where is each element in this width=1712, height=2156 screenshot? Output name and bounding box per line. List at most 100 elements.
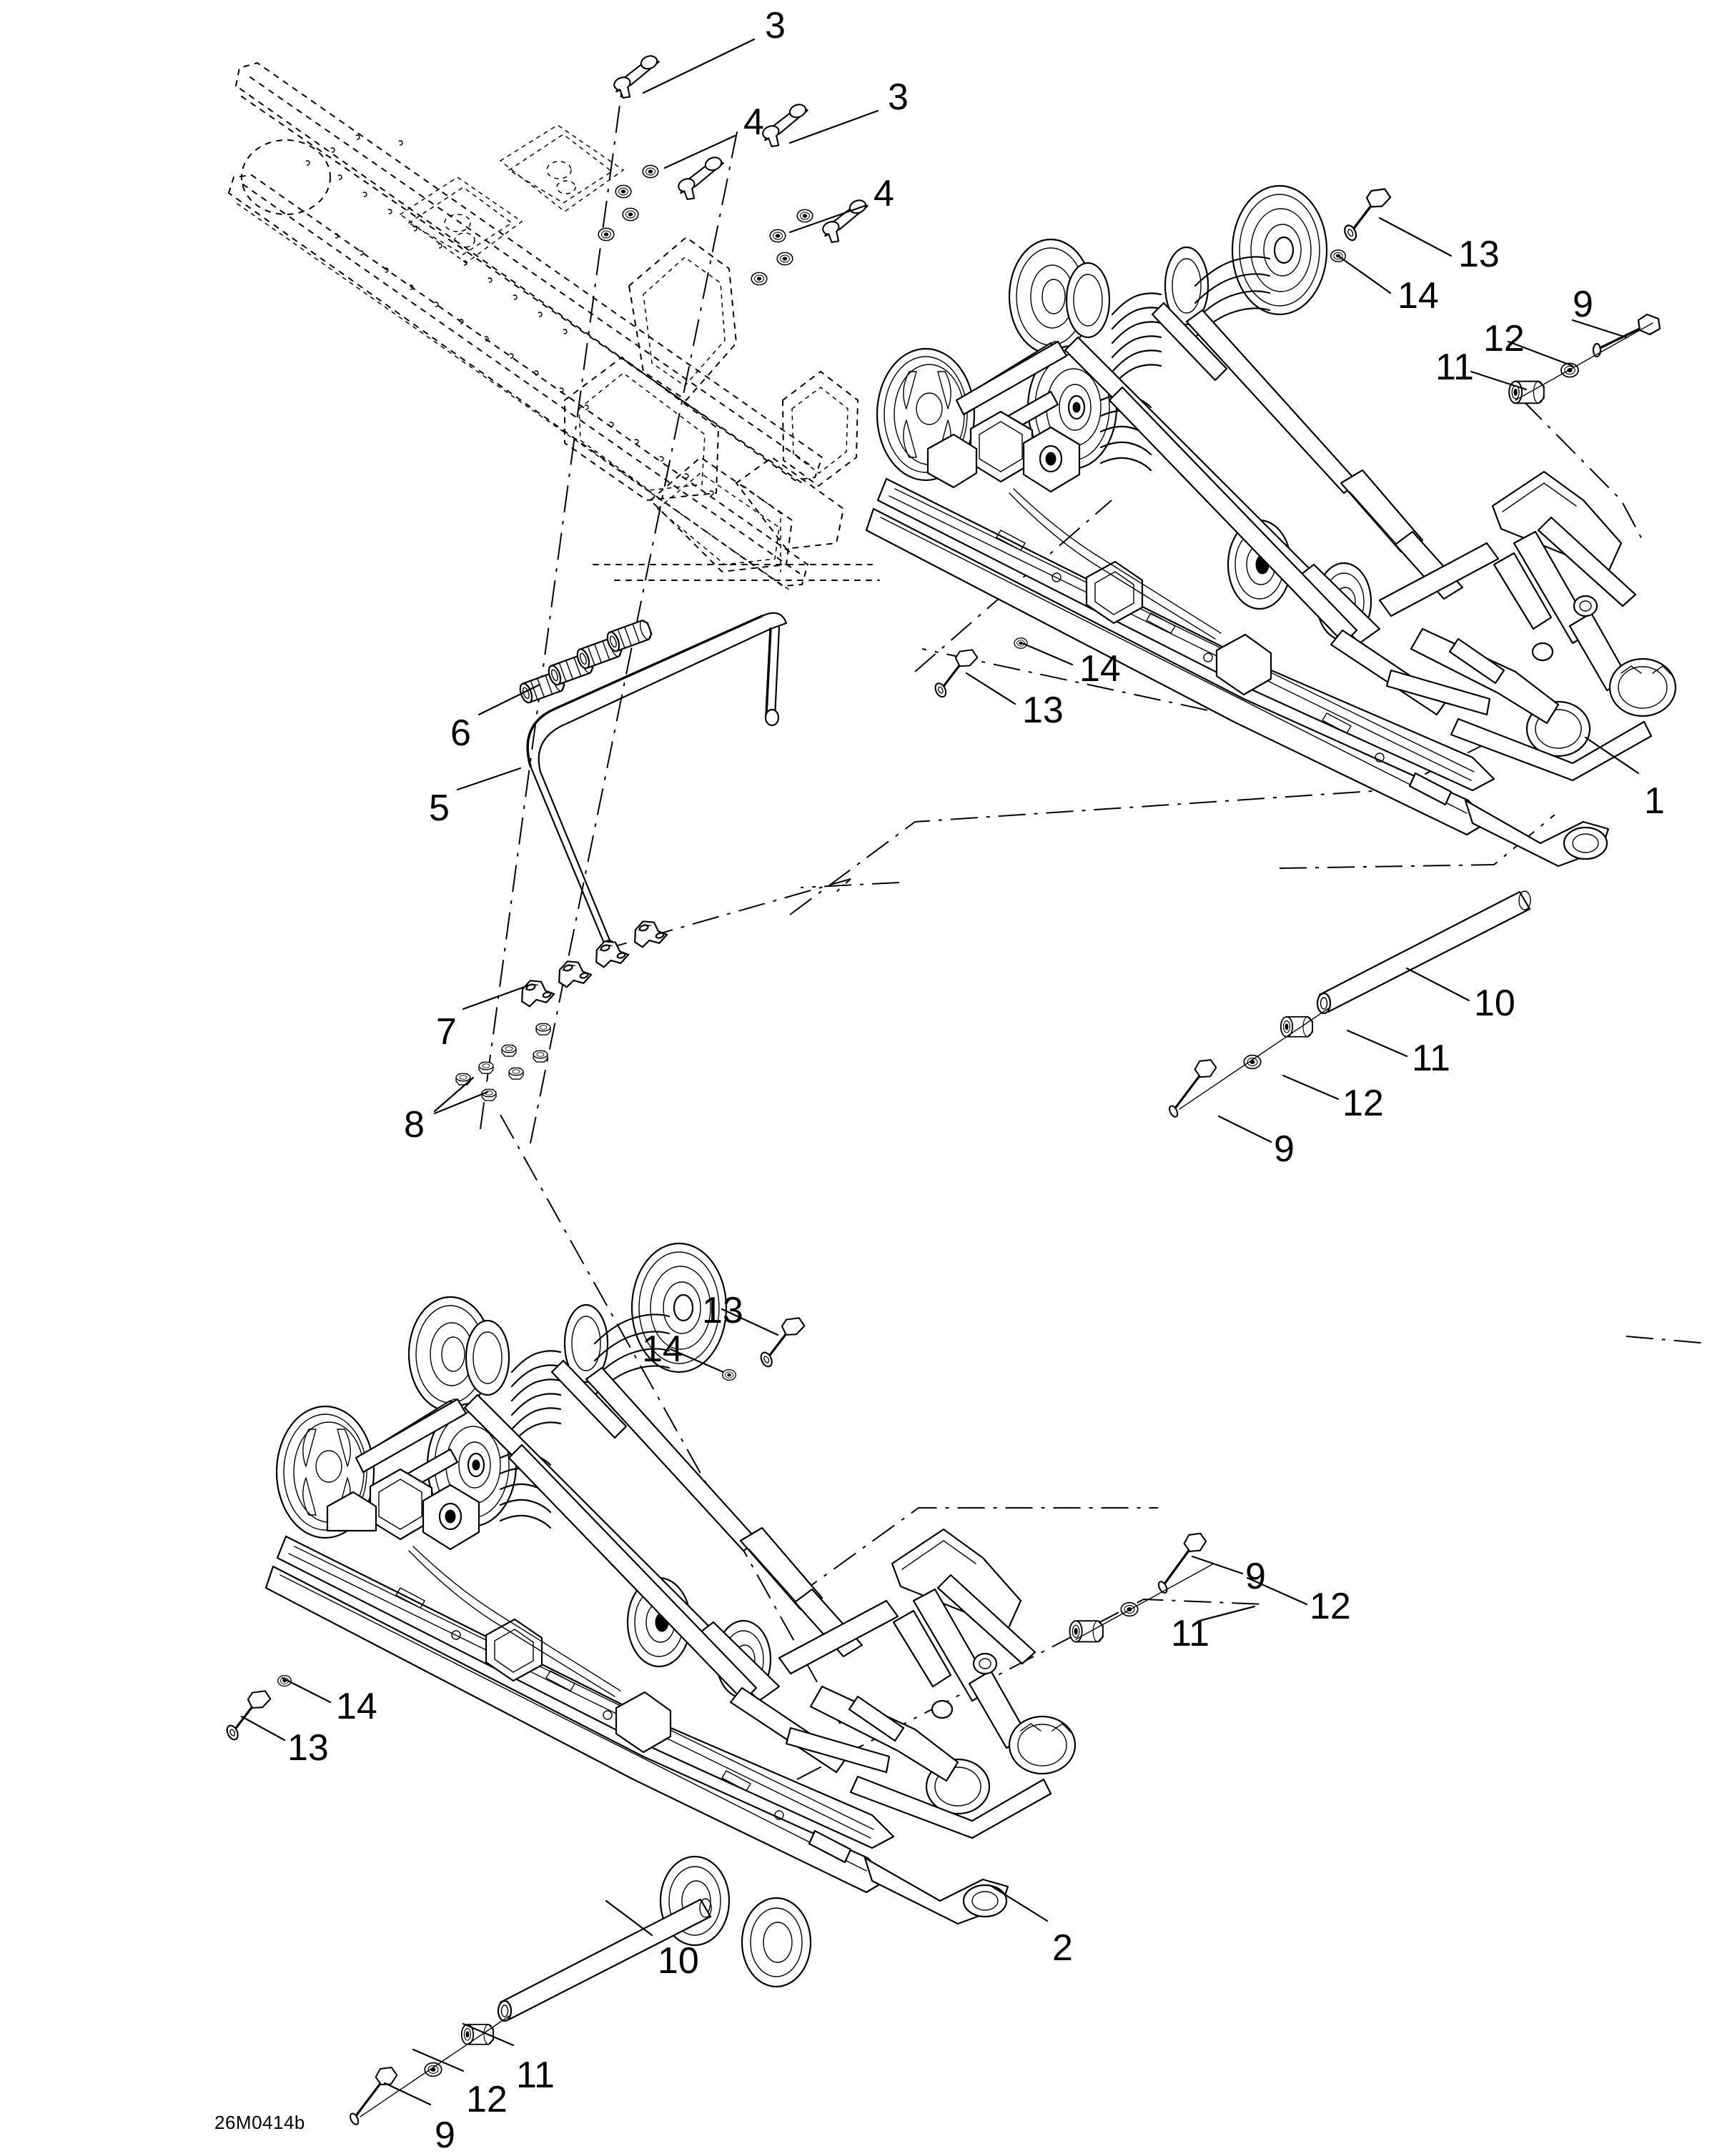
callout-7: 7: [436, 1011, 457, 1053]
tunnel-phantom-outline: [227, 61, 880, 592]
leader-line-4: [663, 134, 736, 169]
callout-9: 9: [1573, 284, 1593, 325]
leader-line-11: [462, 2022, 515, 2047]
callout-11: 11: [1171, 1613, 1209, 1654]
front-arm-assembly-upper: [1410, 470, 1677, 782]
part-8-nuts: [455, 1023, 551, 1101]
callout-9: 9: [435, 2115, 455, 2156]
callout-12: 12: [1310, 1586, 1351, 1627]
idler-wheel-upper-rear: [1008, 238, 1111, 355]
leader-line-12: [412, 2048, 465, 2072]
callout-10: 10: [658, 1940, 699, 1982]
callout-3: 3: [765, 5, 786, 46]
leader-line-6: [478, 683, 541, 716]
leader-line-13: [240, 1715, 286, 1742]
leader-line-2: [991, 1885, 1049, 1922]
callout-12: 12: [1483, 318, 1525, 359]
bogie-wheel-pair-lower: [659, 1855, 812, 1988]
suspension-assembly-lower: [264, 1242, 1077, 1988]
callout-5: 5: [429, 788, 450, 829]
hardware-group-lower-right: [1069, 1528, 1220, 1643]
callout-4: 4: [874, 173, 894, 214]
callout-12: 12: [1342, 1083, 1384, 1124]
leader-line-4: [788, 204, 866, 234]
leader-line-11: [1198, 1605, 1256, 1622]
leader-line-3: [642, 38, 756, 94]
part-7-clamps: [515, 915, 670, 1010]
leader-line-11: [1470, 370, 1528, 391]
idler-wheel-upper-right: [1231, 184, 1328, 316]
leader-line-12: [1282, 1074, 1340, 1101]
torque-arm-lower: [729, 1599, 905, 1774]
leader-line-14: [669, 1348, 725, 1373]
linkage-arm-lower: [508, 1359, 758, 1702]
leader-line-14: [281, 1676, 332, 1704]
callout-11: 11: [1435, 347, 1474, 388]
callout-14: 14: [1079, 648, 1121, 690]
callout-13: 13: [702, 1290, 743, 1331]
slide-rail-assembly-upper: [865, 477, 1495, 836]
callout-10: 10: [1474, 983, 1515, 1024]
leader-line-14: [1021, 642, 1074, 666]
callout-14: 14: [1397, 275, 1439, 317]
callout-14: 14: [336, 1686, 377, 1727]
leader-line-5: [456, 767, 522, 791]
rail-tip-upper: [1408, 772, 1610, 868]
leader-line-7: [462, 983, 532, 1010]
leader-line-8: [433, 1076, 475, 1113]
drawing-code: 26M0414b: [214, 2112, 305, 2133]
leader-line-12: [1507, 340, 1574, 367]
callout-1: 1: [1644, 780, 1665, 822]
suspension-assembly-upper: [865, 184, 1677, 868]
callout-leader-lines: [240, 38, 1640, 2106]
leader-line-13: [721, 1308, 779, 1336]
leader-line-1: [1584, 736, 1640, 775]
leader-line-14: [1337, 254, 1392, 294]
callout-6: 6: [450, 712, 471, 754]
callout-13: 13: [287, 1727, 329, 1769]
coil-spring-upper: [1111, 246, 1209, 387]
leader-line-12: [1246, 1576, 1308, 1606]
tensioner-block-upper: [926, 410, 1081, 493]
hardware-group-link-rod-lower: [335, 1898, 712, 2127]
callout-13: 13: [1458, 234, 1500, 275]
hardware-group-link-rod-upper: [1154, 890, 1531, 1120]
leader-line-13: [1378, 217, 1453, 257]
leader-line-9: [1217, 1115, 1272, 1143]
slide-rail-assembly-lower: [264, 1535, 895, 1894]
linkage-arm-upper: [1108, 302, 1358, 645]
callout-12: 12: [466, 2079, 508, 2120]
leader-line-13: [965, 672, 1016, 705]
coil-spring-right-2: [593, 1313, 671, 1396]
rail-tip-lower: [808, 1829, 1009, 1925]
callout-2: 2: [1052, 1927, 1073, 1969]
callout-13: 13: [1022, 690, 1064, 731]
hardware-group-13-14-lower-b: [214, 1674, 292, 1743]
callout-14: 14: [642, 1328, 683, 1370]
callout-9: 9: [1245, 1556, 1266, 1597]
leader-line-9: [1191, 1555, 1244, 1575]
front-arm-assembly-lower: [809, 1528, 1077, 1839]
hardware-group-upper-right: [1508, 313, 1661, 404]
leader-line-10: [1405, 967, 1470, 1002]
leader-line-3: [788, 109, 879, 144]
tensioner-block-lower: [326, 1468, 480, 1551]
callout-4: 4: [743, 101, 764, 143]
callout-8: 8: [404, 1104, 425, 1146]
callout-3: 3: [888, 76, 909, 118]
part-6-bushing-sleeves: [517, 618, 654, 705]
idler-wheel-upper-rear-2: [407, 1296, 510, 1413]
leader-line-9: [383, 2082, 432, 2106]
leader-line-10: [605, 1899, 653, 1937]
callout-11: 11: [516, 2055, 555, 2096]
torque-arm-upper: [1330, 542, 1505, 716]
idler-wheel-upper-right-2: [630, 1242, 728, 1373]
part-4-washers: [598, 164, 813, 286]
leader-line-9: [1571, 319, 1628, 339]
callout-11: 11: [1412, 1038, 1450, 1079]
callout-9: 9: [1274, 1128, 1295, 1170]
leader-line-8: [433, 1091, 489, 1115]
leader-line-11: [1346, 1029, 1408, 1058]
